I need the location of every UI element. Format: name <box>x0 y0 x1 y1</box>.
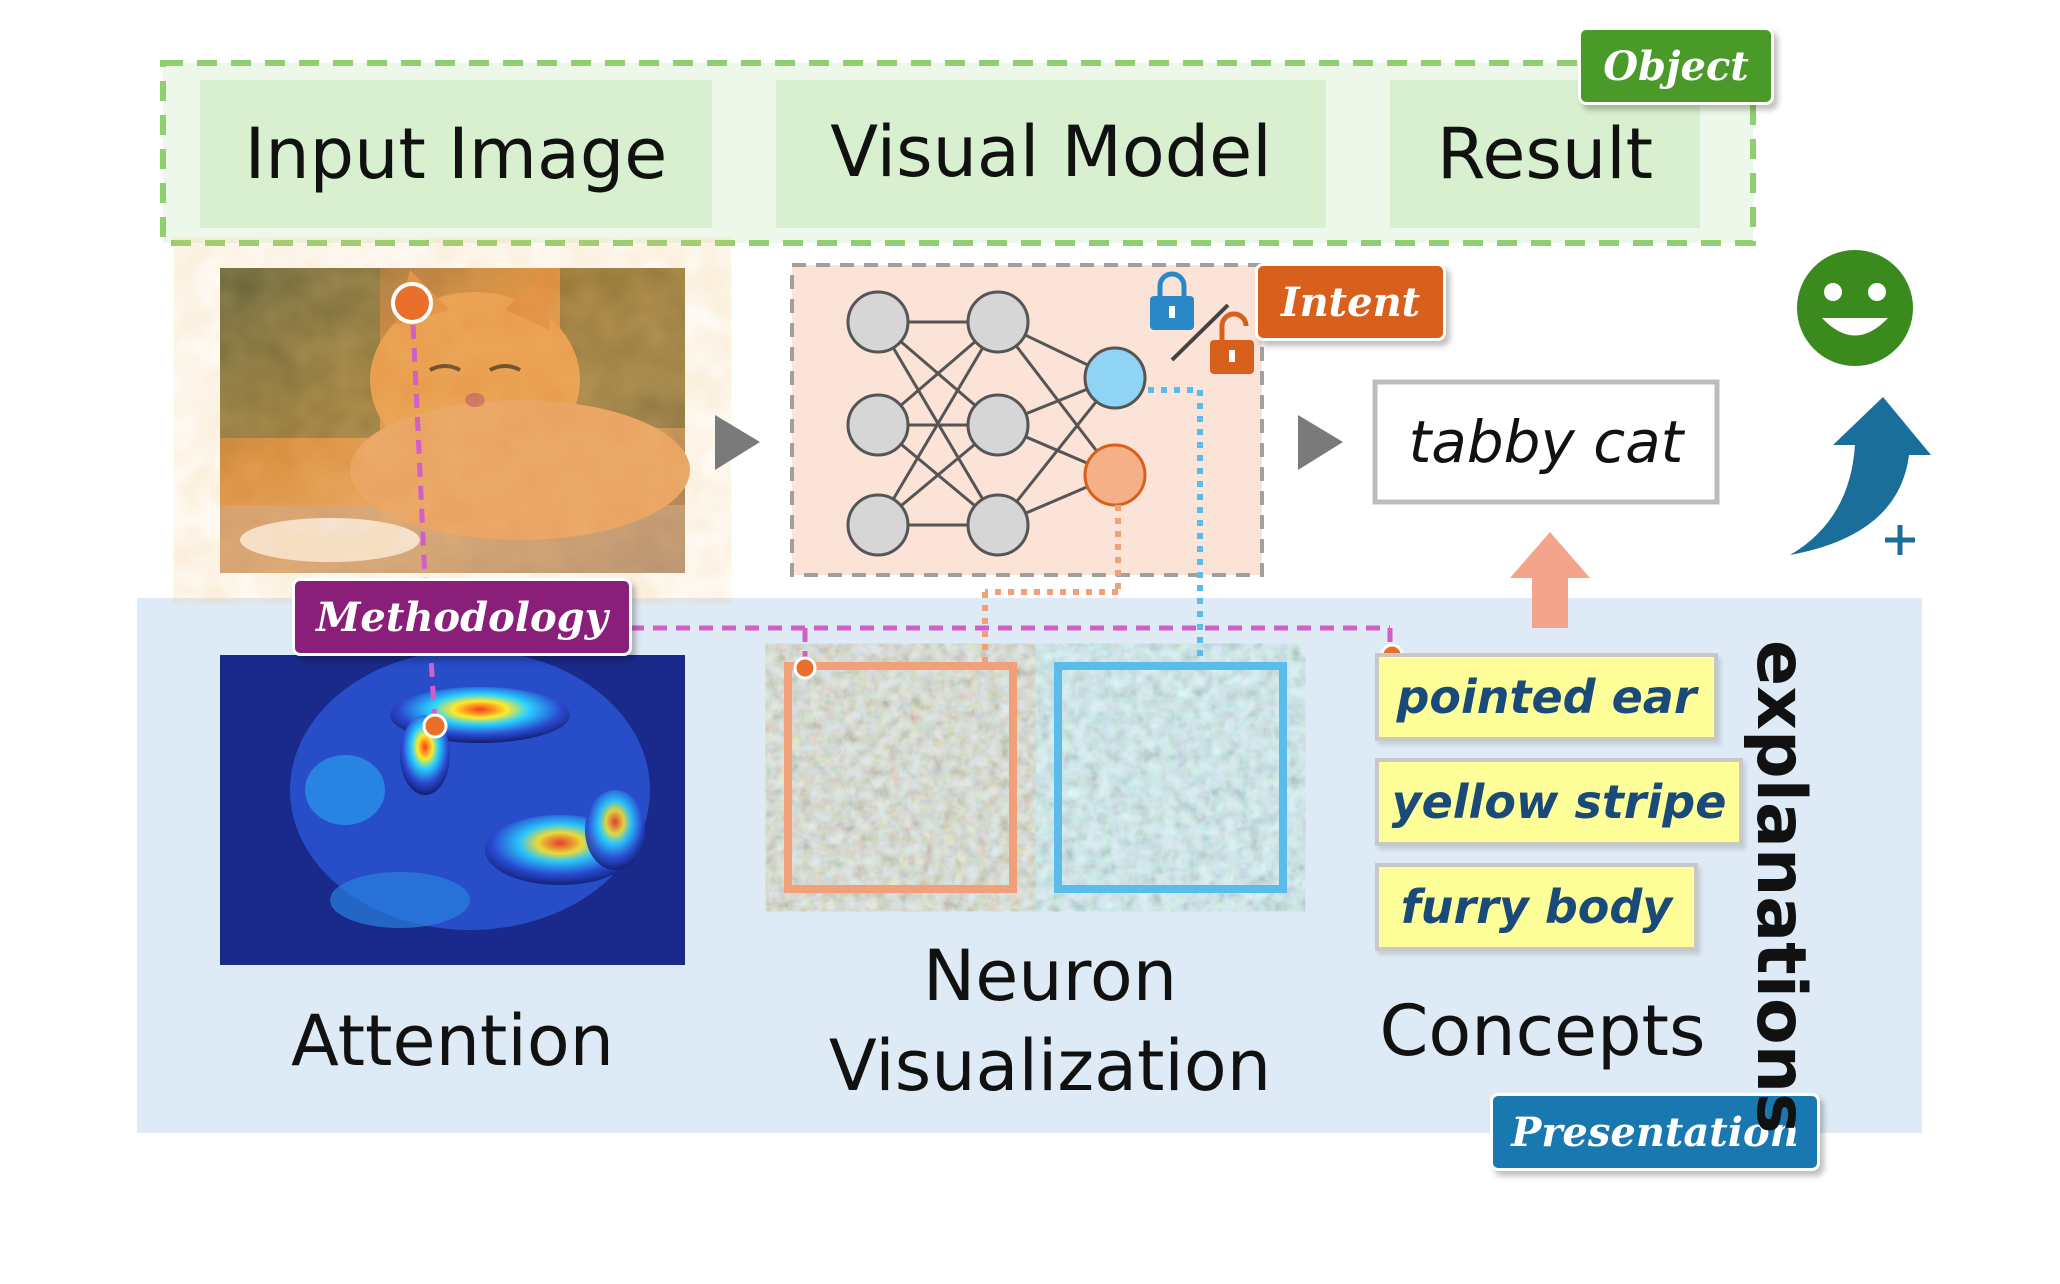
concept-yellow-stripe: yellow stripe <box>1375 758 1743 846</box>
object-tag: Object <box>1578 27 1774 105</box>
up-arrow-icon <box>1510 532 1590 628</box>
neuron-viz-blue <box>1058 666 1283 889</box>
presentation-tag: Presentation <box>1490 1093 1820 1171</box>
object-cell-model <box>776 80 1326 228</box>
concepts-label: Concepts <box>1379 990 1706 1072</box>
lock-slash <box>1170 303 1230 362</box>
result-box <box>1372 379 1720 505</box>
network-nodes <box>846 290 1147 557</box>
attention-heatmap <box>220 650 685 965</box>
input-image-label: Input Image <box>244 113 668 195</box>
intent-tag: Intent <box>1255 263 1446 341</box>
cat-photo <box>220 268 690 573</box>
neuron-viz-orange <box>784 662 1017 893</box>
object-cell-input <box>200 80 712 228</box>
attention-label: Attention <box>290 1000 615 1082</box>
arrow-to-result-icon <box>1298 415 1343 470</box>
unlocked-lock-icon <box>1210 311 1254 374</box>
smiley-icon <box>1797 250 1913 366</box>
result-text: tabby cat <box>1408 408 1684 476</box>
methodology-links <box>409 301 1393 726</box>
visual-model-label: Visual Model <box>830 111 1272 193</box>
cat-point <box>391 282 433 324</box>
blue-neuron-link <box>1148 387 1203 662</box>
result-label: Result <box>1436 113 1654 195</box>
heatmap-point <box>422 713 448 739</box>
neuron-label-line1: Neuron <box>922 935 1178 1017</box>
concept-furry-body: furry body <box>1375 863 1698 951</box>
locked-lock-icon <box>1150 271 1194 330</box>
neuron-point <box>793 656 817 680</box>
neuron-label-line2: Visualization <box>828 1025 1272 1107</box>
arrow-to-model-icon <box>715 415 760 470</box>
improve-arrow-icon <box>1790 397 1931 555</box>
methodology-tag: Methodology <box>292 578 632 656</box>
orange-neuron-link <box>982 505 1121 662</box>
concept-pointed-ear: pointed ear <box>1375 653 1718 741</box>
